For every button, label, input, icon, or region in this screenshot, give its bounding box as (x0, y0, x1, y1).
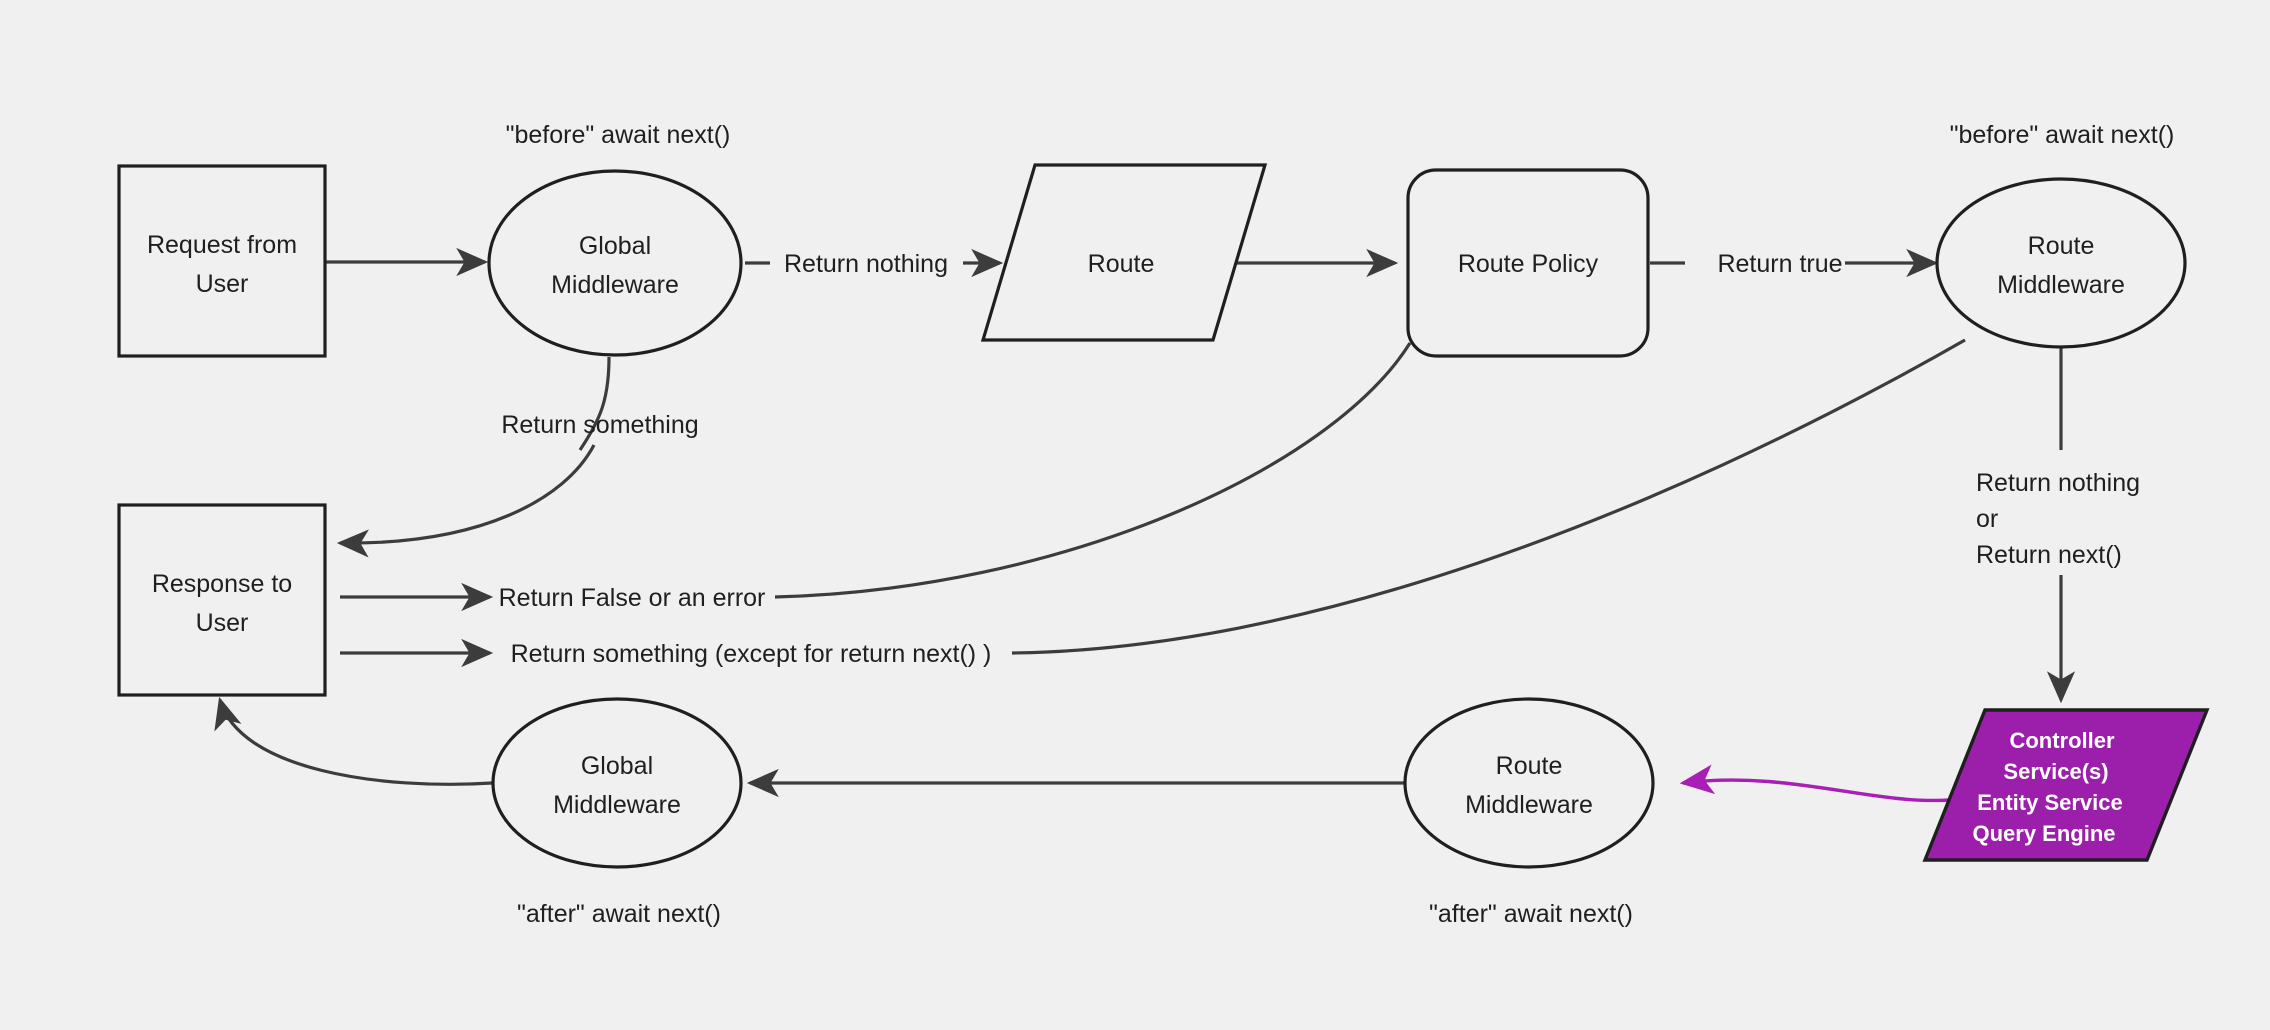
edge-label-return-something-global: Return something (501, 411, 698, 439)
edge-label-return-nothing: Return nothing (784, 250, 948, 278)
node-response-label-line2: User (196, 609, 249, 637)
edge-global-bottom-to-response (214, 696, 493, 786)
edge-rmw-return-something-curve (1011, 338, 1966, 655)
edge-label-return-false-or-error: Return False or an error (499, 584, 766, 612)
node-request-from-user[interactable] (117, 164, 327, 358)
edge-label-return-something-except: Return something (except for return next… (511, 640, 992, 668)
node-global-middleware-bottom[interactable] (491, 697, 743, 869)
node-controller-line3: Entity Service (1977, 790, 2123, 815)
annotation-before-await-next-route: "before" await next() (1950, 121, 2175, 149)
node-response-label-line1: Response to (152, 570, 292, 598)
node-global-middleware-top-line1: Global (579, 232, 651, 260)
node-response-to-user[interactable] (117, 503, 327, 697)
node-route-middleware-top[interactable] (1935, 177, 2187, 349)
edge-label-return-nothing-or-next-line2: or (1976, 505, 1998, 533)
edge-label-return-nothing-or-next-line1: Return nothing (1976, 469, 2140, 497)
node-controller-line2: Service(s) (2003, 759, 2108, 784)
node-route-middleware-bottom-line2: Middleware (1465, 791, 1593, 819)
edge-global-return-something-upper (578, 356, 611, 451)
annotation-before-await-next-global: "before" await next() (506, 121, 731, 149)
node-global-middleware-top-line2: Middleware (551, 271, 679, 299)
edge-global-return-something-to-response (336, 444, 596, 558)
node-route-policy-label: Route Policy (1458, 250, 1599, 278)
node-global-middleware-bottom-line1: Global (581, 752, 653, 780)
edge-policy-false-error-curve (774, 342, 1412, 599)
node-route-label: Route (1088, 250, 1155, 278)
node-controller-line1: Controller (2009, 728, 2115, 753)
node-global-middleware-bottom-line2: Middleware (553, 791, 681, 819)
node-request-label-line1: Request from (147, 231, 297, 259)
node-route-middleware-top-line1: Route (2028, 232, 2095, 260)
edge-controller-to-route-middleware-bottom (1679, 764, 1951, 803)
edge-label-return-nothing-or-next-line3: Return next() (1976, 541, 2122, 569)
node-controller-line4: Query Engine (1972, 821, 2115, 846)
node-route-middleware-top-line2: Middleware (1997, 271, 2125, 299)
node-controller-services[interactable] (1922, 708, 2210, 862)
node-route-middleware-bottom[interactable] (1403, 697, 1655, 869)
annotation-after-await-next-route: "after" await next() (1429, 900, 1633, 928)
node-global-middleware-top[interactable] (487, 169, 743, 357)
node-request-label-line2: User (196, 270, 249, 298)
node-route-policy[interactable] (1406, 168, 1650, 358)
node-route-middleware-bottom-line1: Route (1496, 752, 1563, 780)
node-route[interactable] (980, 163, 1268, 342)
annotation-after-await-next-global: "after" await next() (517, 900, 721, 928)
edge-label-return-true: Return true (1717, 250, 1842, 278)
